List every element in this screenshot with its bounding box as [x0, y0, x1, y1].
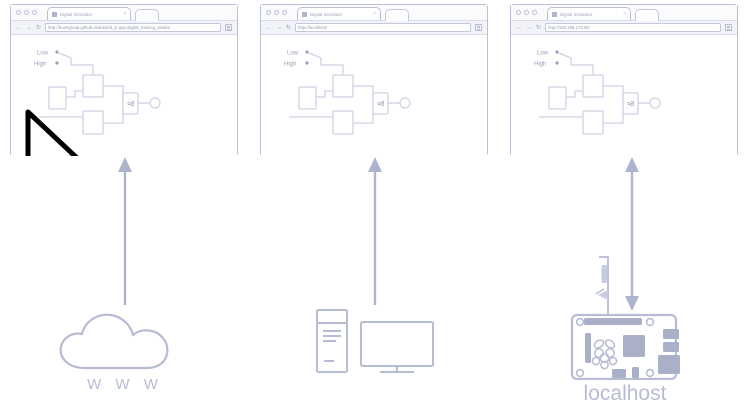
window-controls[interactable] — [516, 10, 537, 15]
and-gate-label: & — [376, 100, 386, 106]
arrow-www-to-browser — [118, 157, 132, 305]
input-low-terminal — [305, 50, 309, 54]
input-low-terminal — [55, 50, 59, 54]
tab-title: Digital Simulator — [310, 11, 343, 17]
address-bar-url: http://192.168.178.36/ — [548, 25, 590, 30]
mouse-cursor-icon — [25, 109, 79, 156]
address-bar[interactable]: http://192.168.178.36/ — [545, 23, 721, 32]
close-tab-icon[interactable]: × — [123, 10, 126, 17]
back-icon[interactable]: ← — [16, 24, 22, 31]
close-window-dot-icon[interactable] — [16, 10, 21, 15]
and-gate-label: & — [626, 100, 636, 106]
menu-icon[interactable] — [225, 24, 232, 31]
input-high-terminal — [555, 61, 559, 65]
window-controls[interactable] — [16, 10, 37, 15]
back-icon[interactable]: ← — [266, 24, 272, 31]
tab-title: Digital Simulator — [60, 11, 93, 17]
browser-titlebar: Digital Simulator × — [261, 5, 487, 21]
column-localhost: Digital Simulator × ← → ↻ http://localho… — [250, 0, 666, 410]
forward-icon[interactable]: → — [26, 24, 32, 31]
browser-tab-active[interactable]: Digital Simulator × — [47, 7, 131, 20]
browser-window-www[interactable]: Digital Simulator × ← → ↻ http://hneegro… — [10, 4, 238, 156]
new-tab-button[interactable] — [135, 9, 159, 21]
reload-icon[interactable]: ↻ — [536, 24, 542, 31]
minimize-window-dot-icon[interactable] — [524, 10, 529, 15]
input-low-label: Low — [287, 51, 299, 57]
browser-toolbar: ← → ↻ http://hneegroup.github.io/draw2d_… — [11, 21, 237, 35]
favicon-icon — [52, 11, 57, 17]
cloud-icon — [59, 313, 169, 370]
input-low-label: Low — [37, 51, 49, 57]
browser-titlebar: Digital Simulator × — [11, 5, 237, 21]
minimize-window-dot-icon[interactable] — [24, 10, 29, 15]
maximize-window-dot-icon[interactable] — [532, 10, 537, 15]
browser-toolbar: ← → ↻ http://localhost/ — [261, 21, 487, 35]
input-low-terminal — [555, 50, 559, 54]
close-window-dot-icon[interactable] — [516, 10, 521, 15]
menu-icon[interactable] — [475, 24, 482, 31]
input-high-label: High — [534, 62, 546, 68]
caption-localhost: localhost — [583, 382, 667, 405]
browser-viewport: Low High & — [11, 35, 237, 156]
browser-window-raspberry-pi[interactable]: Digital Simulator × ← → ↻ http://192.168… — [510, 4, 738, 156]
favicon-icon — [302, 11, 307, 17]
address-bar-url: http://localhost/ — [298, 25, 328, 30]
input-high-label: High — [34, 62, 46, 68]
new-tab-button[interactable] — [635, 9, 659, 21]
close-window-dot-icon[interactable] — [266, 10, 271, 15]
input-low-label: Low — [537, 51, 549, 57]
reload-icon[interactable]: ↻ — [286, 24, 292, 31]
menu-icon[interactable] — [725, 24, 732, 31]
browser-window-localhost[interactable]: Digital Simulator × ← → ↻ http://localho… — [260, 4, 488, 156]
browser-toolbar: ← → ↻ http://192.168.178.36/ — [511, 21, 737, 35]
forward-icon[interactable]: → — [276, 24, 282, 31]
favicon-icon — [552, 11, 557, 17]
input-high-terminal — [305, 61, 309, 65]
browser-viewport: Low High & — [511, 35, 737, 156]
raspberry-pi-board-icon — [570, 256, 680, 380]
minimize-window-dot-icon[interactable] — [274, 10, 279, 15]
window-controls[interactable] — [266, 10, 287, 15]
logic-circuit-diagram: Low High & — [534, 50, 661, 135]
logic-circuit-diagram: Low High & — [284, 50, 411, 135]
and-gate-label: & — [126, 100, 136, 106]
column-raspberry-pi: Digital Simulator × ← → ↻ http://192.168… — [500, 0, 750, 410]
desktop-computer-icon — [316, 309, 434, 373]
browser-tab-active[interactable]: Digital Simulator × — [297, 7, 381, 20]
input-high-label: High — [284, 62, 296, 68]
caption-www: W W W — [87, 376, 163, 393]
column-www: Digital Simulator × ← → ↻ http://hneegro… — [0, 0, 250, 410]
address-bar[interactable]: http://localhost/ — [295, 23, 471, 32]
close-tab-icon[interactable]: × — [373, 10, 376, 17]
forward-icon[interactable]: → — [526, 24, 532, 31]
browser-tab-active[interactable]: Digital Simulator × — [547, 7, 631, 20]
tab-title: Digital Simulator — [560, 11, 593, 17]
maximize-window-dot-icon[interactable] — [32, 10, 37, 15]
input-high-terminal — [55, 61, 59, 65]
maximize-window-dot-icon[interactable] — [282, 10, 287, 15]
browser-viewport: Low High & — [261, 35, 487, 156]
address-bar-url: http://hneegroup.github.io/draw2d_js.app… — [48, 25, 171, 30]
arrow-localhost-to-browser — [368, 157, 382, 305]
back-icon[interactable]: ← — [516, 24, 522, 31]
browser-titlebar: Digital Simulator × — [511, 5, 737, 21]
arrow-raspberry-pi-bidirectional — [625, 157, 639, 311]
close-tab-icon[interactable]: × — [623, 10, 626, 17]
new-tab-button[interactable] — [385, 9, 409, 21]
address-bar[interactable]: http://hneegroup.github.io/draw2d_js.app… — [45, 23, 221, 32]
logic-circuit-diagram: Low High & — [34, 50, 161, 135]
reload-icon[interactable]: ↻ — [36, 24, 42, 31]
